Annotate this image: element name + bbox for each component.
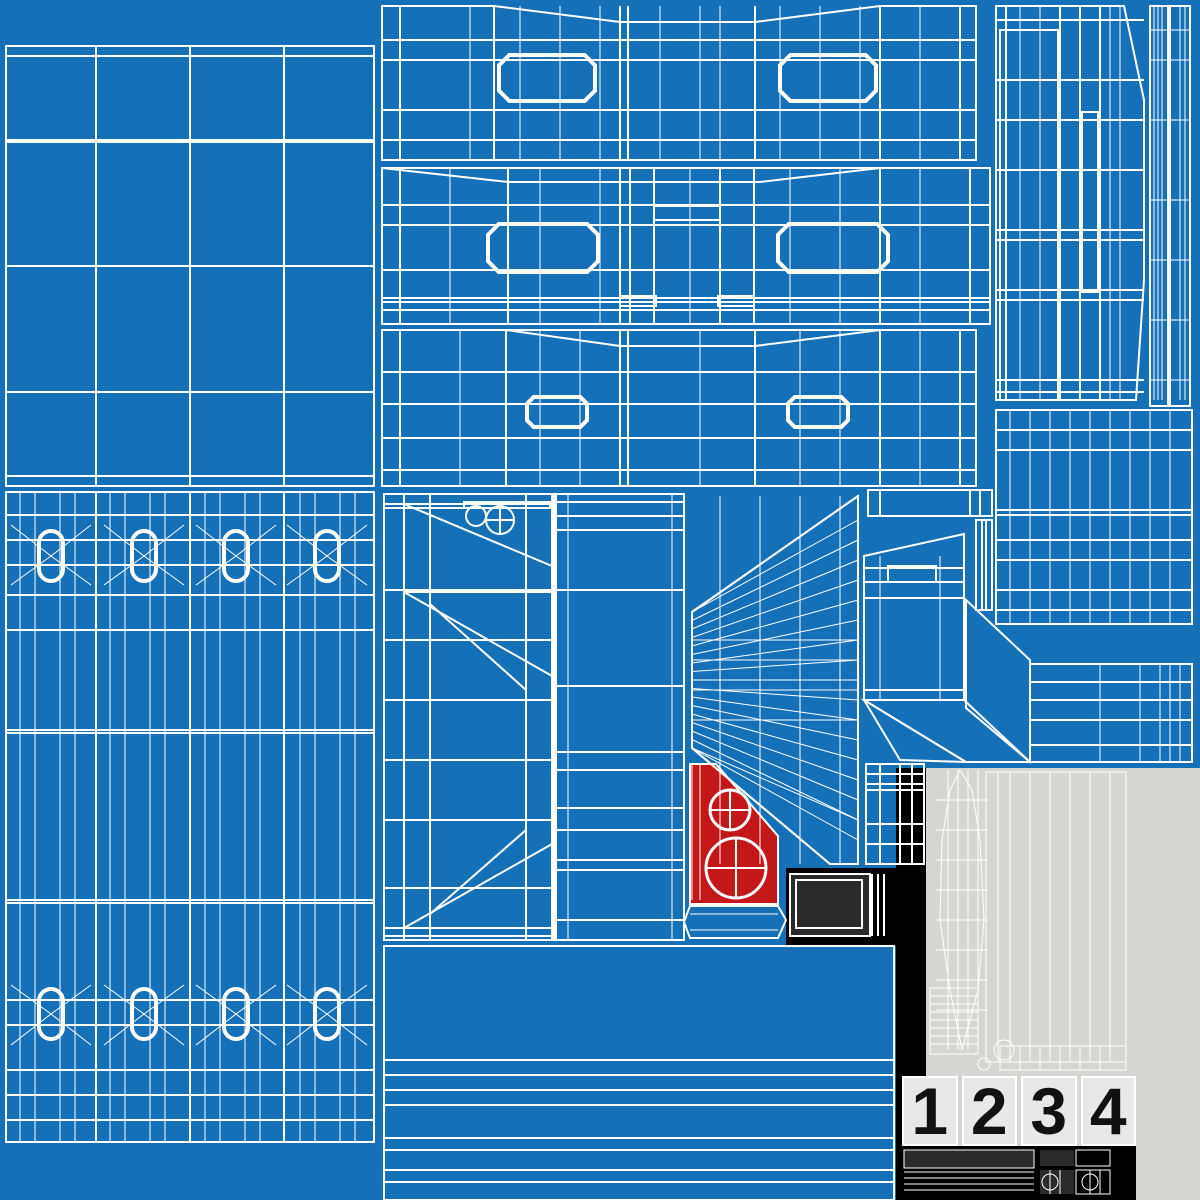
number-decals: 1 2 3 4 [902,1076,1136,1146]
dark-panel [790,874,870,936]
number-decal-3: 3 [1021,1076,1077,1146]
number-decal-4: 4 [1080,1076,1136,1146]
number-decal-1: 1 [902,1076,958,1146]
number-decal-2: 2 [961,1076,1017,1146]
